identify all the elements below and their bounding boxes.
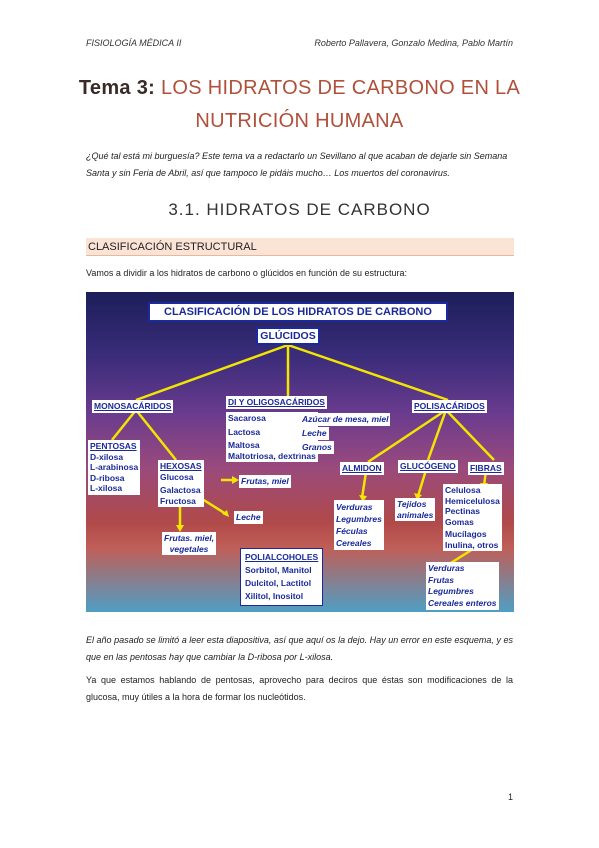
polialcoholes-box: POLIALCOHOLES Sorbitol, Manitol Dulcitol… [240, 548, 324, 606]
page-title: Tema 3: LOS HIDRATOS DE CARBONO EN LA NU… [60, 72, 539, 138]
fibra-item: Mucílagos [445, 529, 487, 539]
fibras-node: FIBRAS [468, 462, 504, 475]
source-line: Legumbres [428, 586, 474, 596]
page-number: 1 [507, 792, 513, 802]
source-line: animales [397, 509, 434, 520]
source-line: Cereales enteros [428, 597, 497, 608]
dioligosacaridos-node: DI Y OLIGOSACÁRIDOS [226, 396, 327, 409]
authors: Roberto Pallavera, Gonzalo Medina, Pablo… [314, 38, 513, 48]
glucogeno-sources: Tejidos animales [395, 498, 436, 521]
fibras-sources: Verduras Frutas Legumbres Cereales enter… [426, 562, 499, 610]
hexosa-item: Fructosa [160, 495, 196, 506]
fibra-item: Hemicelulosa [445, 495, 500, 506]
pentosa-item: L-xilosa [90, 483, 123, 493]
fibra-item: Celulosa [445, 485, 481, 495]
source-line: Tejidos [397, 499, 427, 509]
fibra-item: Pectinas [445, 506, 480, 516]
frutas-miel-label: Frutas, miel [239, 475, 291, 488]
source-line: Féculas [336, 526, 368, 536]
glucidos-node: GLÚCIDOS [256, 327, 320, 345]
pentosas-label: PENTOSAS [90, 441, 137, 451]
monosacaridos-node: MONOSACÁRIDOS [92, 400, 174, 413]
title-tema: Tema 3: [78, 77, 156, 99]
subsection-heading: CLASIFICACIÓN ESTRUCTURAL [86, 238, 514, 256]
source-line: Cereales [336, 538, 372, 548]
frutas-miel-vegetales-label: Frutas. miel, vegetales [162, 532, 217, 555]
source-line: Frutas. miel, [164, 533, 215, 543]
page-header: FISIOLOGÍA MÉDICA II Roberto Pallavera, … [86, 38, 513, 48]
hexosas-label: HEXOSAS [160, 461, 202, 471]
paragraph-intro-diagram: Vamos a dividir a los hidratos de carbon… [86, 268, 408, 278]
pentosa-item: D-xilosa [90, 451, 124, 462]
polialcoholes-label: POLIALCOHOLES [245, 552, 319, 562]
fibra-item: Inulina, otros [445, 539, 499, 550]
hexosas-list: HEXOSAS Glucosa Galactosa Fructosa [158, 460, 204, 507]
paragraph-pentosas: Ya que estamos hablando de pentosas, apr… [86, 675, 513, 702]
di-item: Sacarosa [228, 413, 266, 423]
granos-label: Granos [300, 441, 334, 454]
di-item: Lactosa [228, 426, 261, 437]
azucar-label: Azúcar de mesa, miel [300, 413, 391, 426]
di-item: Maltosa [228, 440, 260, 450]
paragraph-error-note: El año pasado se limitó a leer esta diap… [86, 635, 513, 662]
di-item: Maltotriosa, dextrinas [228, 450, 316, 461]
almidon-node: ALMIDON [340, 462, 384, 475]
polialcohol-item: Xilitol, Inositol [245, 591, 304, 601]
source-line: vegetales [169, 543, 209, 554]
hexosa-item: Galactosa [160, 485, 201, 495]
polialcohol-item: Sorbitol, Manitol [245, 565, 312, 575]
polialcohol-item: Dulcitol, Lactitol [245, 578, 312, 588]
almidon-sources: Verduras Legumbres Féculas Cereales [334, 500, 384, 550]
glucogeno-node: GLUCÓGENO [398, 460, 458, 473]
classification-diagram: CLASIFICACIÓN DE LOS HIDRATOS DE CARBONO… [86, 292, 514, 612]
hexosa-item: Glucosa [160, 471, 194, 482]
fibras-list: Celulosa Hemicelulosa Pectinas Gomas Muc… [443, 484, 502, 551]
course-name: FISIOLOGÍA MÉDICA II [86, 38, 182, 48]
source-line: Legumbres [336, 514, 382, 524]
diagram-title: CLASIFICACIÓN DE LOS HIDRATOS DE CARBONO [148, 302, 448, 322]
title-text: LOS HIDRATOS DE CARBONO EN LA NUTRICIÓN … [160, 77, 521, 132]
leche-hexosa-label: Leche [234, 511, 263, 524]
intro-paragraph: ¿Qué tal está mi burguesía? Este tema va… [86, 151, 508, 178]
pentosas-list: PENTOSAS D-xilosa L-arabinosa D-ribosa L… [88, 440, 141, 495]
source-line: Verduras [428, 563, 465, 573]
pentosa-item: D-ribosa [90, 472, 125, 483]
source-line: Verduras [336, 502, 373, 512]
section-heading: 3.1. HIDRATOS DE CARBONO [168, 200, 431, 219]
polisacaridos-node: POLISACÁRIDOS [412, 400, 487, 413]
pentosa-item: L-arabinosa [90, 462, 139, 472]
leche-di-label: Leche [300, 427, 329, 440]
source-line: Frutas [428, 574, 454, 585]
fibra-item: Gomas [445, 516, 474, 527]
